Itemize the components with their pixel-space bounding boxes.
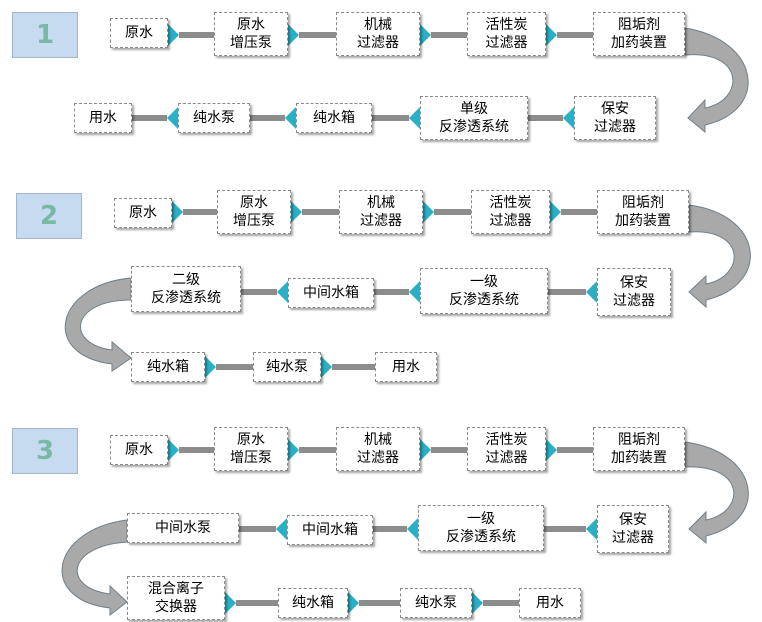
s2-first-stage-ro: 一级 反渗透系统 bbox=[420, 268, 548, 314]
s3-carbon-filter: 活性炭 过滤器 bbox=[467, 427, 546, 471]
s3-booster-pump: 原水 增压泵 bbox=[214, 427, 288, 471]
section-number-2: 2 bbox=[16, 193, 82, 239]
s1-mechanical-filter: 机械 过滤器 bbox=[336, 12, 420, 56]
s2-raw-water: 原水 bbox=[114, 198, 172, 228]
flow-arrowhead bbox=[288, 439, 299, 461]
flow-arrowhead bbox=[563, 107, 574, 129]
flow-arrowhead bbox=[288, 24, 299, 46]
flow-arrowhead bbox=[276, 518, 287, 540]
connector-line-21 bbox=[544, 526, 586, 532]
uturn-arrow-right-2 bbox=[688, 204, 751, 309]
s2-carbon-filter: 活性炭 过滤器 bbox=[471, 190, 550, 234]
section-number-1: 1 bbox=[12, 12, 78, 58]
connector-line-13 bbox=[374, 289, 409, 295]
flow-arrowhead bbox=[291, 201, 302, 223]
s3-pure-water-tank: 纯水箱 bbox=[278, 588, 348, 618]
connector-line-14 bbox=[241, 289, 277, 295]
s3-antiscalant-dosing: 阻垢剂 加药装置 bbox=[593, 427, 685, 471]
connector-line-22 bbox=[373, 526, 407, 532]
s3-mixed-bed-exchanger: 混合离子 交换器 bbox=[127, 576, 225, 620]
s2-second-stage-ro: 二级 反渗透系统 bbox=[131, 266, 241, 312]
flow-arrowhead bbox=[586, 518, 597, 540]
s2-intermediate-tank: 中间水箱 bbox=[288, 278, 374, 308]
s3-intermediate-pump: 中间水泵 bbox=[127, 513, 239, 543]
connector-line-3 bbox=[557, 32, 593, 38]
uturn-arrow-left-3 bbox=[61, 519, 128, 617]
s1-pure-water-pump: 纯水泵 bbox=[178, 103, 250, 133]
s3-intermediate-tank: 中间水箱 bbox=[287, 515, 373, 545]
s1-booster-pump: 原水 增压泵 bbox=[214, 12, 288, 56]
connector-line-18 bbox=[299, 447, 336, 453]
flow-arrowhead bbox=[348, 592, 359, 614]
flow-arrowhead bbox=[409, 107, 420, 129]
flow-arrowhead bbox=[167, 107, 178, 129]
s1-pure-water-tank: 纯水箱 bbox=[296, 103, 372, 133]
flow-arrowhead bbox=[472, 592, 483, 614]
flow-arrowhead bbox=[168, 24, 179, 46]
connector-line-12 bbox=[548, 289, 586, 295]
section-number-3: 3 bbox=[12, 428, 78, 474]
connector-line-4 bbox=[528, 115, 563, 121]
connector-line-6 bbox=[250, 115, 285, 121]
s2-security-filter: 保安 过滤器 bbox=[597, 268, 671, 316]
s1-carbon-filter: 活性炭 过滤器 bbox=[467, 12, 546, 56]
s2-mechanical-filter: 机械 过滤器 bbox=[339, 190, 423, 234]
s3-raw-water: 原水 bbox=[110, 435, 168, 465]
s1-antiscalant-dosing: 阻垢剂 加药装置 bbox=[593, 12, 685, 56]
s1-single-ro-system: 单级 反渗透系统 bbox=[420, 96, 528, 140]
s2-water-use: 用水 bbox=[375, 352, 437, 382]
connector-line-15 bbox=[216, 364, 253, 370]
uturn-arrow-left-2 bbox=[64, 277, 132, 372]
flow-arrowhead bbox=[172, 201, 183, 223]
s2-booster-pump: 原水 增压泵 bbox=[217, 190, 291, 234]
connector-line-10 bbox=[434, 209, 471, 215]
flow-arrowhead bbox=[550, 201, 561, 223]
s2-pure-water-tank: 纯水箱 bbox=[131, 352, 205, 382]
s3-mechanical-filter: 机械 过滤器 bbox=[336, 427, 420, 471]
connector-line-1 bbox=[299, 32, 336, 38]
s1-water-use: 用水 bbox=[74, 103, 132, 133]
connector-line-7 bbox=[132, 115, 167, 121]
flow-arrowhead bbox=[409, 281, 420, 303]
flow-arrowhead bbox=[205, 356, 216, 378]
s3-first-stage-ro: 一级 反渗透系统 bbox=[418, 505, 544, 551]
connector-line-16 bbox=[332, 364, 375, 370]
connector-line-19 bbox=[431, 447, 467, 453]
flow-arrowhead bbox=[546, 439, 557, 461]
flow-arrowhead bbox=[407, 518, 418, 540]
flow-arrowhead bbox=[546, 24, 557, 46]
s1-security-filter: 保安 过滤器 bbox=[574, 96, 656, 140]
s1-raw-water: 原水 bbox=[110, 18, 168, 48]
connector-line-5 bbox=[372, 115, 409, 121]
connector-line-26 bbox=[483, 600, 519, 606]
s2-antiscalant-dosing: 阻垢剂 加药装置 bbox=[597, 190, 689, 234]
connector-line-2 bbox=[431, 32, 467, 38]
flow-arrowhead bbox=[420, 24, 431, 46]
connector-line-8 bbox=[183, 209, 217, 215]
connector-line-11 bbox=[561, 209, 597, 215]
s2-pure-water-pump: 纯水泵 bbox=[253, 352, 321, 382]
flow-arrowhead bbox=[420, 439, 431, 461]
s3-security-filter: 保安 过滤器 bbox=[597, 505, 669, 553]
flow-arrowhead bbox=[321, 356, 332, 378]
flow-arrowhead bbox=[423, 201, 434, 223]
connector-line-9 bbox=[302, 209, 339, 215]
uturn-arrow-right-3 bbox=[684, 441, 749, 545]
connector-line-17 bbox=[179, 447, 214, 453]
connector-line-25 bbox=[359, 600, 400, 606]
flow-arrowhead bbox=[277, 281, 288, 303]
s3-water-use: 用水 bbox=[519, 588, 581, 618]
connector-line-24 bbox=[236, 600, 278, 606]
connector-line-20 bbox=[557, 447, 593, 453]
uturn-arrow-right-1 bbox=[684, 27, 749, 134]
connector-line-23 bbox=[239, 526, 276, 532]
flow-arrowhead bbox=[225, 592, 236, 614]
flow-arrowhead bbox=[285, 107, 296, 129]
connector-line-0 bbox=[179, 32, 214, 38]
s3-pure-water-pump: 纯水泵 bbox=[400, 588, 472, 618]
flow-arrowhead bbox=[168, 439, 179, 461]
flow-arrowhead bbox=[586, 281, 597, 303]
